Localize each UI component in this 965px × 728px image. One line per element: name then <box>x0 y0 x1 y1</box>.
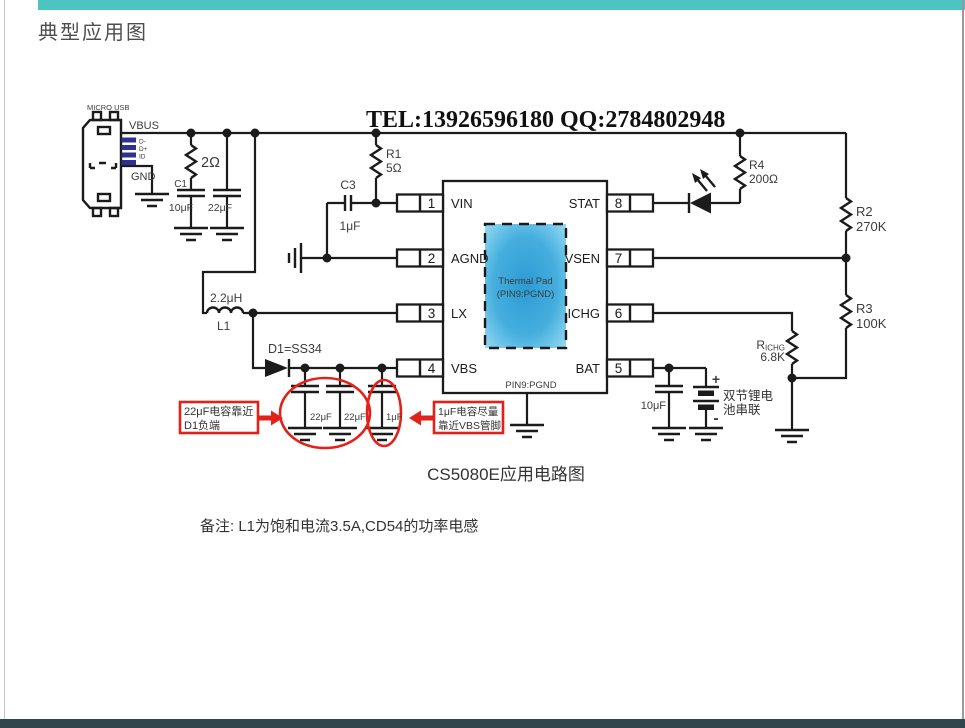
left-border <box>4 0 5 728</box>
ground-icon <box>773 428 811 444</box>
pin-number: 6 <box>615 306 623 321</box>
note-right-line1: 1μF电容尽量 <box>438 405 499 418</box>
resistor-r4 <box>732 155 748 190</box>
cap-c3 <box>343 195 353 211</box>
capacitors <box>177 188 683 394</box>
label-out-cap1: 22μF <box>310 412 332 423</box>
resistor-r1 <box>368 144 384 179</box>
label-10uf-bat: 10μF <box>641 400 667 412</box>
bottom-border-bar <box>0 719 965 728</box>
red-ellipse-22uf-caps <box>278 376 372 450</box>
label-r2-value: 270K <box>856 219 887 234</box>
label-r1-name: R1 <box>386 147 402 161</box>
label-out-cap2: 22μF <box>344 412 366 423</box>
contact-line: TEL:13926596180 QQ:2784802948 <box>366 107 725 133</box>
pin-label-bat: BAT <box>576 361 600 376</box>
label-22uf-input: 22μF <box>208 202 232 214</box>
thermal-pad-line1: Thermal Pad <box>498 276 552 287</box>
ground-icon <box>208 226 246 242</box>
thermal-pad-line2: (PIN9:PGND) <box>497 289 555 300</box>
gnd-label: GND <box>131 171 156 183</box>
circuit-caption: CS5080E应用电路图 <box>427 465 585 484</box>
pin-number: 3 <box>428 306 436 321</box>
pin-label-lx: LX <box>451 306 467 321</box>
usb-data-pins <box>121 137 136 165</box>
label-richg-name: RICHG <box>756 338 785 353</box>
battery-plus: + <box>712 371 720 387</box>
pin-number: 5 <box>615 361 623 376</box>
pin-number: 7 <box>615 251 623 266</box>
resistor-2ohm <box>183 144 199 179</box>
diode-d1 <box>265 359 291 377</box>
pin-label-vin: VIN <box>451 196 473 211</box>
ground-icon <box>650 426 688 442</box>
ground-icon <box>321 426 359 442</box>
label-r4-name: R4 <box>749 158 765 172</box>
usb-pin-dm-label: D- <box>139 139 146 146</box>
label-r4-value: 200Ω <box>749 172 778 186</box>
note-text: 备注: L1为饱和电流3.5A,CD54的功率电感 <box>200 518 478 535</box>
usb-label: MICRO USB <box>87 103 130 112</box>
ground-icon <box>687 426 725 442</box>
label-richg-value: 6.8K <box>760 350 785 364</box>
label-r1-value: 5Ω <box>386 161 402 175</box>
label-c1-name: C1 <box>174 179 187 190</box>
usb-pin-dp-label: D+ <box>139 146 148 153</box>
pin-number: 1 <box>428 196 436 211</box>
label-l1-value: 2.2μH <box>210 291 242 305</box>
label-2ohm: 2Ω <box>201 155 220 171</box>
label-d1: D1=SS34 <box>268 342 322 356</box>
note-arrow-left-icon <box>409 410 433 426</box>
resistor-r3 <box>838 294 854 329</box>
agnd-ground-icon <box>287 243 303 273</box>
cap-22uf-input <box>213 188 241 198</box>
pin-label-agnd: AGND <box>451 251 489 266</box>
inductor-l1 <box>205 306 245 314</box>
label-c1-value: 10μF <box>169 202 193 214</box>
ground-icon <box>133 192 171 208</box>
vbus-label: VBUS <box>129 120 159 132</box>
label-c3-value: 1μF <box>340 219 361 233</box>
led-icon <box>687 169 716 214</box>
battery-label-line1: 双节锂电 <box>723 388 774 403</box>
note-arrow-right-icon <box>258 410 283 426</box>
label-l1-name: L1 <box>217 319 231 333</box>
note-right-line2: 靠近VBS管脚 <box>438 419 501 432</box>
note-left-line1: 22μF电容靠近 <box>184 404 253 418</box>
red-ellipse-1uf-cap <box>365 378 403 448</box>
pin-label-vbs: VBS <box>451 361 477 376</box>
label-c3-name: C3 <box>340 178 356 192</box>
label-r3-value: 100K <box>856 316 887 331</box>
ground-icon <box>508 423 546 439</box>
battery-icon <box>693 385 719 410</box>
label-r3-name: R3 <box>856 301 873 316</box>
note-box-right <box>432 400 505 435</box>
label-r2-name: R2 <box>856 204 873 219</box>
pin-label-ichg: ICHG <box>568 306 601 321</box>
right-border <box>962 0 964 728</box>
resistor-r2 <box>838 197 854 232</box>
page-title: 典型应用图 <box>38 22 148 44</box>
pin-label-vsen: VSEN <box>565 251 600 266</box>
ic-bottom-label: PIN9:PGND <box>505 380 556 391</box>
ground-icon <box>172 226 210 242</box>
cap-c1 <box>177 188 205 198</box>
top-accent-bar <box>38 0 965 10</box>
resistor-richg <box>784 330 800 365</box>
note-left-line2: D1负端 <box>184 418 220 432</box>
pin-label-stat: STAT <box>569 196 600 211</box>
thermal-pad <box>483 222 568 350</box>
battery-label-line2: 池串联 <box>723 403 761 417</box>
label-out-cap3: 1μF <box>386 412 403 423</box>
usb-pin-id-label: ID <box>139 154 146 161</box>
pin-number: 4 <box>428 361 436 376</box>
cap-10uf-bat <box>655 384 683 394</box>
pin-number: 8 <box>615 196 623 211</box>
pin-number: 2 <box>428 251 436 266</box>
usb-connector <box>81 110 136 218</box>
battery-minus: - <box>713 410 718 427</box>
ic-pins <box>395 193 655 378</box>
cap-out-22uf-2 <box>326 384 354 394</box>
